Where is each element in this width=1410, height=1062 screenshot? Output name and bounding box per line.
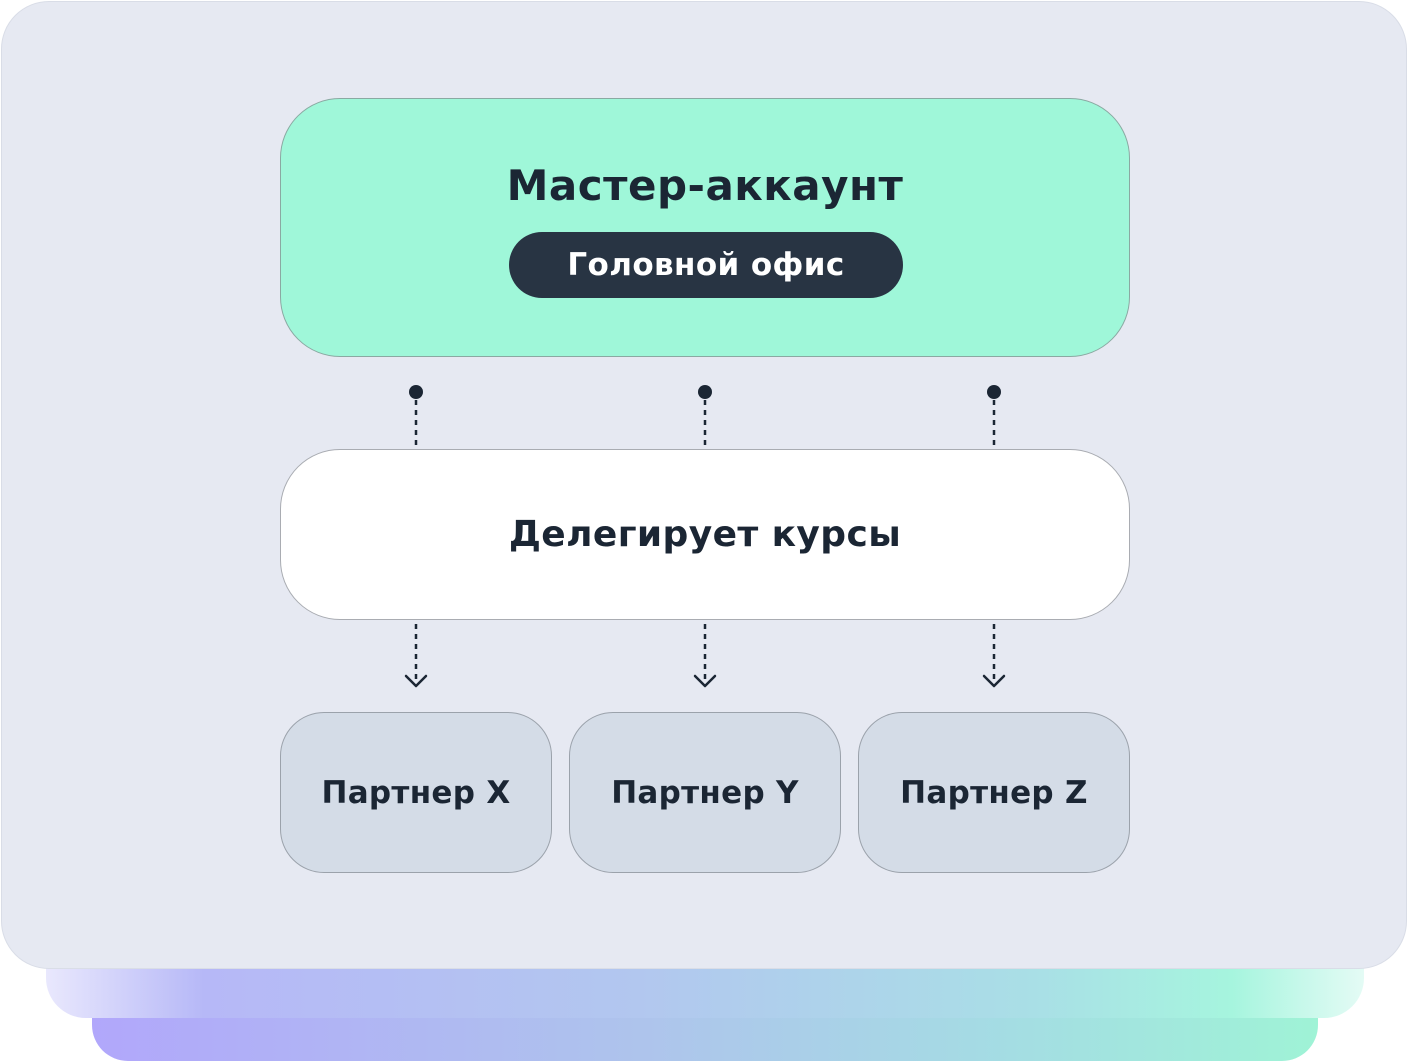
partner-y-node: Партнер Y: [569, 712, 841, 873]
partner-x-node: Партнер X: [280, 712, 552, 873]
panel-shadow-mid: [46, 960, 1364, 1018]
partner-z-node: Партнер Z: [858, 712, 1130, 873]
partner-x-label: Партнер X: [321, 774, 511, 811]
delegate-courses-node: Делегирует курсы: [280, 449, 1130, 620]
master-account-node: Мастер-аккаунт Головной офис: [280, 98, 1130, 357]
head-office-badge: Головной офис: [509, 232, 903, 298]
delegate-courses-label: Делегирует курсы: [508, 514, 902, 555]
master-account-title: Мастер-аккаунт: [506, 161, 904, 210]
partner-y-label: Партнер Y: [611, 774, 799, 811]
partner-z-label: Партнер Z: [900, 774, 1088, 811]
